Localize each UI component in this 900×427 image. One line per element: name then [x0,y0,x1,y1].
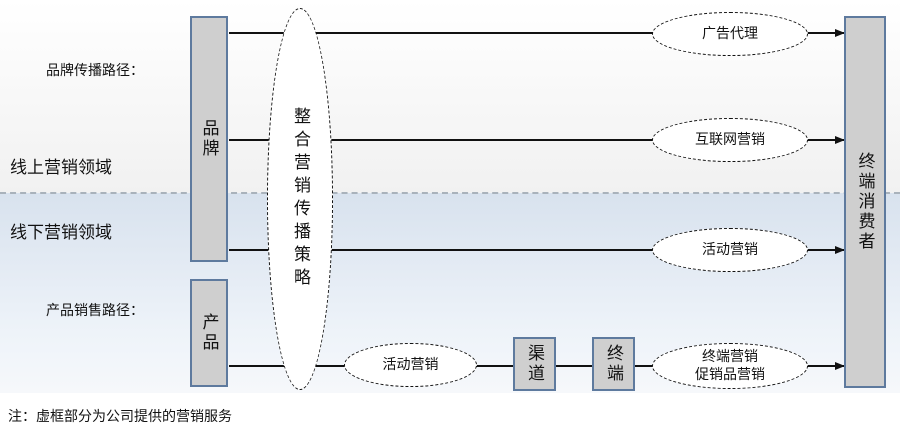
brand-path-label: 品牌传播路径： [46,63,144,79]
event-marketing-label: 活动营销 [702,242,758,258]
channel-box-label: 渠道 [524,344,544,384]
channel-box: 渠道 [513,337,556,391]
terminal-consumer-label: 终端消费者 [854,152,875,252]
brand-box: 品牌 [190,16,228,262]
offline-area-label: 线下营销领域 [10,223,112,243]
product-box: 产品 [190,279,228,387]
terminal-marketing-label: 终端营销 [702,349,758,365]
integrated-marketing-strategy-ellipse: 整合营销传播策略 [267,8,333,390]
brand-box-label: 品牌 [198,119,219,159]
online-offline-divider [0,192,900,194]
ad-agency-ellipse: 广告代理 [652,12,808,56]
product-path-label: 产品销售路径： [46,303,144,319]
product-event-marketing-label: 活动营销 [382,357,439,373]
terminal-box-label: 终端 [603,344,623,384]
promotional-items-marketing-label: 促销品营销 [695,367,765,383]
terminal-consumer-box: 终端消费者 [844,16,886,388]
integrated-marketing-strategy-label: 整合营销传播策略 [290,107,310,291]
internet-marketing-label: 互联网营销 [695,132,765,148]
footnote: 注：虚框部分为公司提供的营销服务 [8,409,232,425]
product-box-label: 产品 [198,313,219,353]
internet-marketing-ellipse: 互联网营销 [652,118,808,162]
product-event-marketing-ellipse: 活动营销 [344,343,477,387]
terminal-marketing-ellipse: 终端营销 促销品营销 [652,343,808,389]
terminal-box: 终端 [592,337,635,391]
online-area-label: 线上营销领域 [10,158,112,178]
event-marketing-ellipse: 活动营销 [652,228,808,272]
ad-agency-label: 广告代理 [702,26,758,42]
